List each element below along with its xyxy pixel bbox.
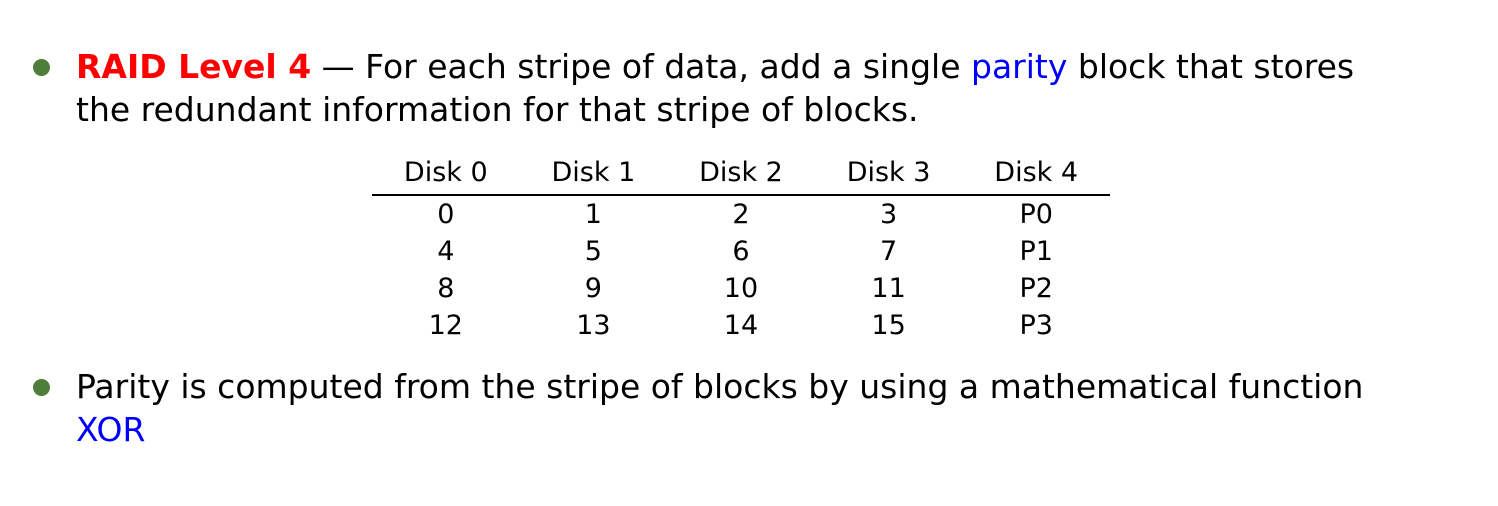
table-cell: 2 xyxy=(732,199,750,230)
table-cell: 15 xyxy=(871,310,906,341)
raid-disk-table: Disk 0 Disk 1 Disk 2 Disk 3 Disk 4 0 1 2… xyxy=(372,150,1110,344)
raid-level-heading: RAID Level 4 xyxy=(76,47,312,86)
column-header: Disk 1 xyxy=(551,156,636,188)
table-cell: P2 xyxy=(1019,273,1053,304)
table-cell: 7 xyxy=(879,236,898,267)
table-row: 0 1 2 3 P0 xyxy=(372,195,1110,233)
bullet-dot-icon xyxy=(33,59,50,76)
parity-link[interactable]: parity xyxy=(971,47,1068,86)
table-cell: 3 xyxy=(879,199,898,230)
bullet-text-part: block that stores the redundant informat… xyxy=(76,47,1355,129)
bullet-parity-xor: Parity is computed from the stripe of bl… xyxy=(33,365,1406,451)
table-cell: 5 xyxy=(584,236,602,267)
table-header-row: Disk 0 Disk 1 Disk 2 Disk 3 Disk 4 xyxy=(372,150,1110,195)
table-cell: 1 xyxy=(584,199,602,230)
table-cell: P1 xyxy=(1019,236,1053,267)
column-header: Disk 2 xyxy=(699,156,783,188)
raid-table-container: Disk 0 Disk 1 Disk 2 Disk 3 Disk 4 0 1 2… xyxy=(372,150,1110,344)
bullet-raid-level-4: RAID Level 4 — For each stripe of data, … xyxy=(33,45,1406,131)
bullet-text-part: — For each stripe of data, add a single xyxy=(311,47,972,86)
column-header: Disk 0 xyxy=(403,156,488,188)
table-row: 12 13 14 15 P3 xyxy=(372,307,1110,344)
table-cell: 8 xyxy=(437,273,455,304)
column-header: Disk 4 xyxy=(994,156,1079,188)
table-cell: P3 xyxy=(1019,310,1053,341)
table-cell: 4 xyxy=(437,236,455,267)
table-cell: 6 xyxy=(732,236,750,267)
table-cell: 14 xyxy=(723,310,759,341)
bullet-text-part: Parity is computed from the stripe of bl… xyxy=(76,367,1364,406)
table-cell: 0 xyxy=(437,199,455,230)
table-cell: 11 xyxy=(871,273,906,304)
table-cell: P0 xyxy=(1019,199,1053,230)
table-cell: 13 xyxy=(576,310,611,341)
table-cell: 10 xyxy=(723,273,759,304)
table-row: 8 9 10 11 P2 xyxy=(372,270,1110,307)
column-header: Disk 3 xyxy=(846,156,931,188)
table-cell: 9 xyxy=(584,273,602,304)
table-cell: 12 xyxy=(428,310,463,341)
table-row: 4 5 6 7 P1 xyxy=(372,233,1110,270)
xor-link[interactable]: XOR xyxy=(76,410,146,449)
bullet-dot-icon xyxy=(33,379,50,396)
